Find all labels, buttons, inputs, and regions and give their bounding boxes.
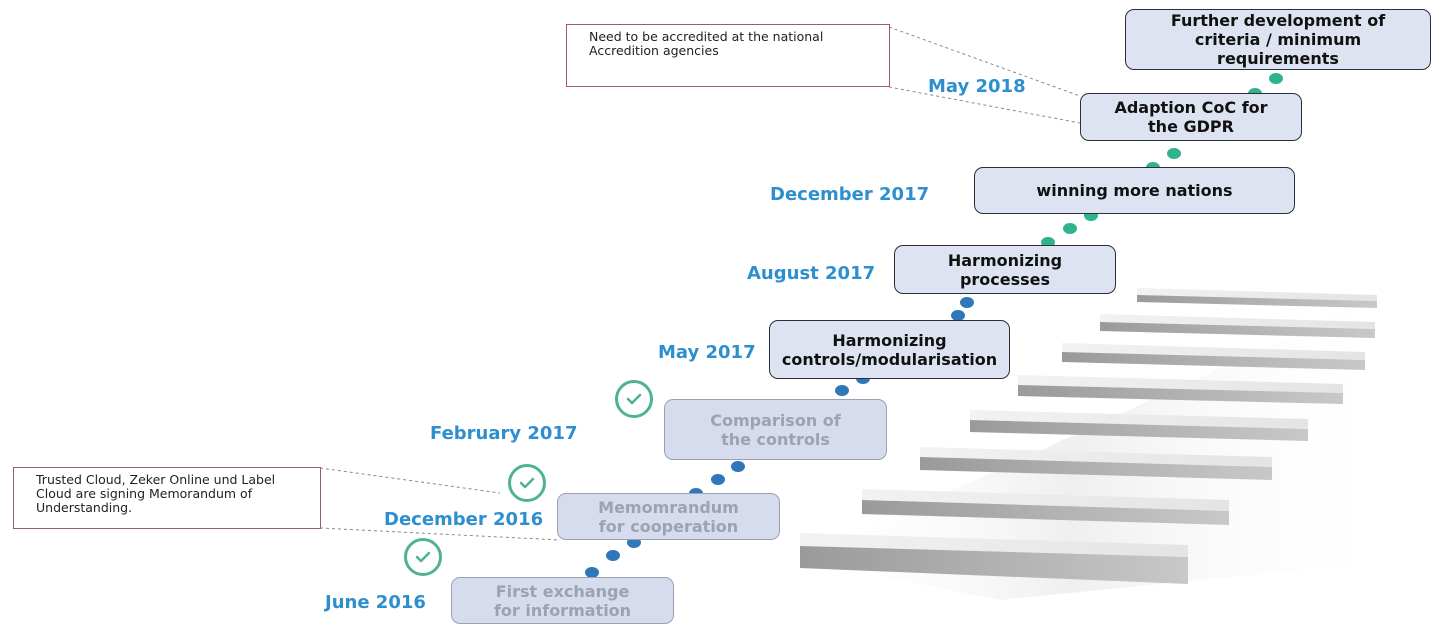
path-dot <box>731 461 745 472</box>
milestone-date: May 2017 <box>658 342 756 363</box>
check-icon <box>404 538 442 576</box>
path-dot <box>711 474 725 485</box>
milestone-box: Comparison of the controls <box>664 399 887 460</box>
milestone-date: February 2017 <box>430 423 578 444</box>
milestone-box: Adaption CoC for the GDPR <box>1080 93 1302 141</box>
milestone-box: First exchange for information <box>451 577 674 624</box>
steps <box>800 288 1377 584</box>
milestone-date: August 2017 <box>747 263 876 284</box>
milestone-date: December 2017 <box>770 184 930 205</box>
path-dot <box>1167 148 1181 159</box>
check-icon <box>508 464 546 502</box>
callout-note: Need to be accredited at the national Ac… <box>566 24 890 87</box>
callout-connectors <box>319 26 1081 541</box>
milestone-box: winning more nations <box>974 167 1295 214</box>
milestone-box: Memomrandum for cooperation <box>557 493 780 540</box>
milestone-box: Harmonizing controls/modularisation <box>769 320 1010 379</box>
path-dot <box>960 297 974 308</box>
milestone-date: December 2016 <box>384 509 544 530</box>
milestone-box: Further development of criteria / minimu… <box>1125 9 1431 70</box>
path-dot <box>606 550 620 561</box>
path-dot <box>1084 210 1098 221</box>
callout-note: Trusted Cloud, Zeker Online und Label Cl… <box>13 467 321 529</box>
path-dot <box>1063 223 1077 234</box>
milestone-date: June 2016 <box>325 592 426 613</box>
path-dot <box>585 567 599 578</box>
path-dot <box>951 310 965 321</box>
path-dot <box>1269 73 1283 84</box>
milestone-date: May 2018 <box>928 76 1026 97</box>
milestone-box: Harmonizing processes <box>894 245 1116 294</box>
path-dot <box>1041 237 1055 248</box>
check-icon <box>615 380 653 418</box>
path-dot <box>627 537 641 548</box>
path-dot <box>835 385 849 396</box>
